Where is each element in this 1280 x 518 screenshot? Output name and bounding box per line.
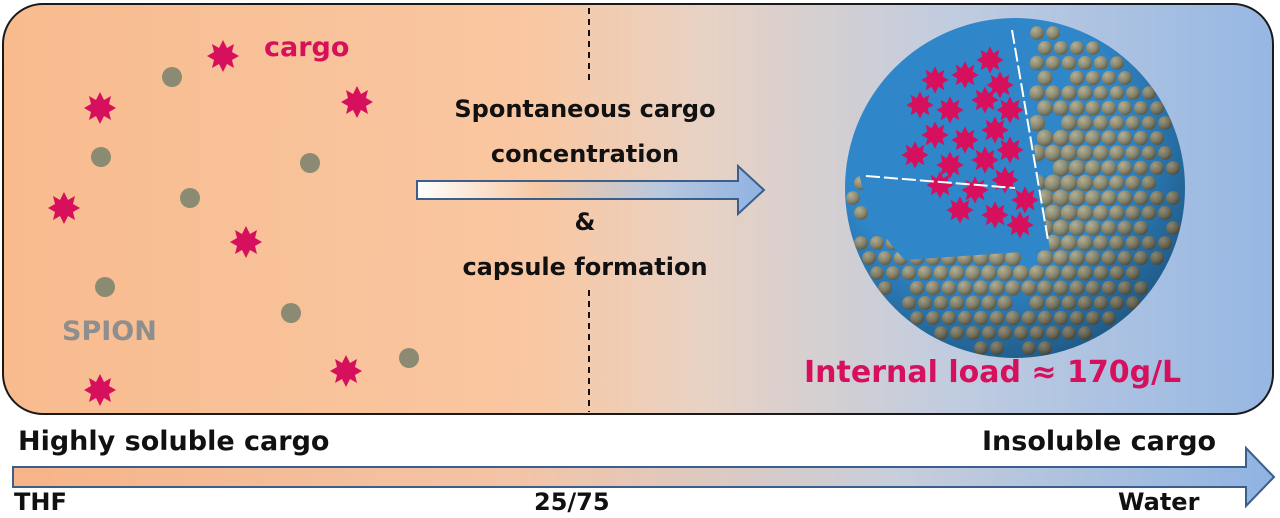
left-solubility-label: Highly soluble cargo [18,426,330,457]
spion-particle-icon [399,348,419,368]
process-line-1: Spontaneous cargo [454,95,716,123]
capsule-sphere-icon [845,18,1185,358]
spion-particles [91,67,419,368]
process-ampersand: & [574,208,596,236]
spion-particle-icon [300,153,320,173]
spion-particle-icon [180,188,200,208]
solvent-thf-label: THF [14,488,67,516]
spion-particle-icon [91,147,111,167]
internal-load-label: Internal load ≈ 170g/L [804,355,1182,390]
solvent-water-label: Water [1118,488,1200,516]
process-line-2: concentration [490,140,680,168]
solvent-ratio-label: 25/75 [534,488,610,516]
right-solubility-label: Insoluble cargo [982,426,1217,457]
cargo-label: cargo [264,32,350,63]
spion-particle-icon [281,303,301,323]
solvent-gradient-arrow-icon [12,445,1276,509]
process-line-3: capsule formation [462,253,708,281]
spion-label: SPION [62,316,157,347]
spion-particle-icon [162,67,182,87]
spion-particle-icon [95,277,115,297]
process-arrow-icon [416,163,766,217]
